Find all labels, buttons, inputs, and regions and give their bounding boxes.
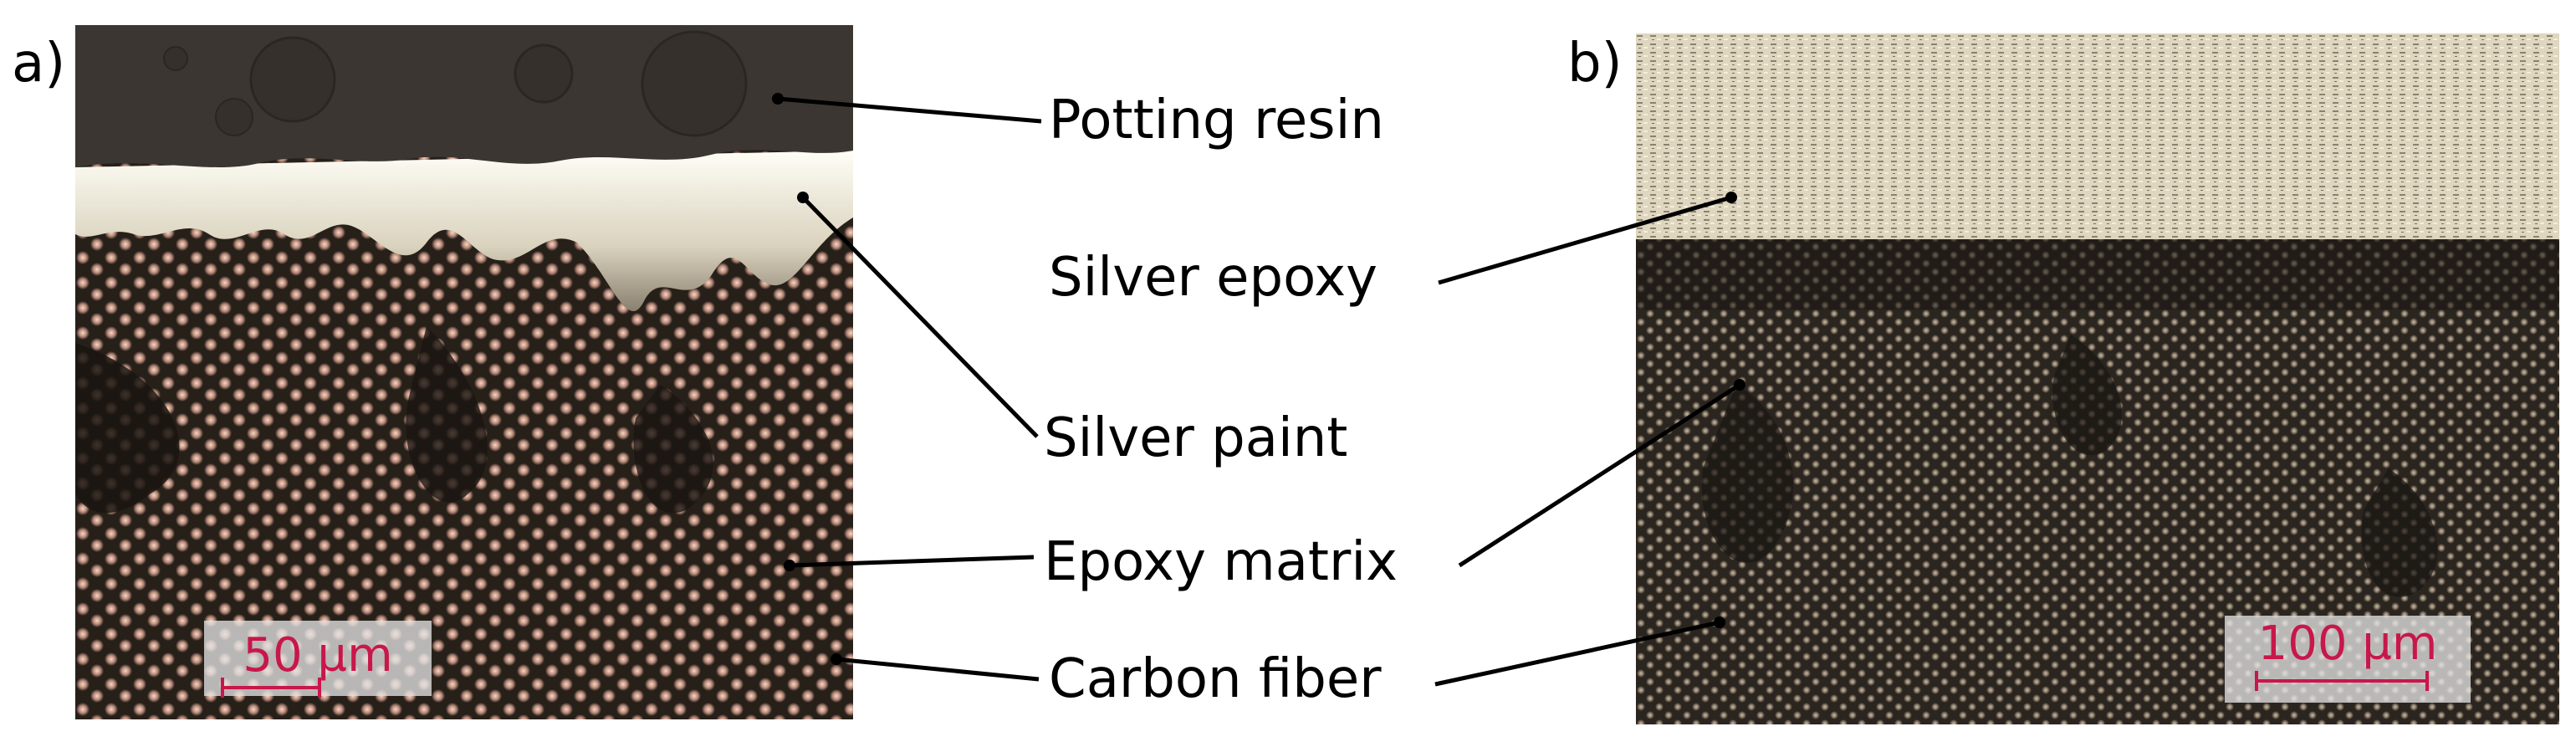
callout-epoxy-matrix: Epoxy matrix <box>1044 531 1398 593</box>
panel-a-label: a) <box>12 33 66 95</box>
callout-silver-paint: Silver paint <box>1044 407 1348 469</box>
callout-carbon-fiber: Carbon fiber <box>1049 648 1382 710</box>
micrograph-b-image <box>1636 33 2559 724</box>
panel-b-label: b) <box>1567 33 1623 95</box>
scale-bar-b-label: 100 µm <box>2257 617 2438 671</box>
callout-potting-resin: Potting resin <box>1049 90 1384 151</box>
micrograph-a <box>75 25 853 719</box>
micrograph-b <box>1636 33 2559 724</box>
callout-silver-epoxy: Silver epoxy <box>1049 247 1378 309</box>
scale-bar-b-line <box>2255 671 2429 691</box>
scale-bar-b: 100 µm <box>2225 616 2471 703</box>
micrograph-a-image <box>75 25 853 719</box>
scale-bar-a: 50 µm <box>204 621 432 698</box>
scale-bar-a-line <box>221 678 321 698</box>
scale-bar-a-label: 50 µm <box>243 628 393 683</box>
